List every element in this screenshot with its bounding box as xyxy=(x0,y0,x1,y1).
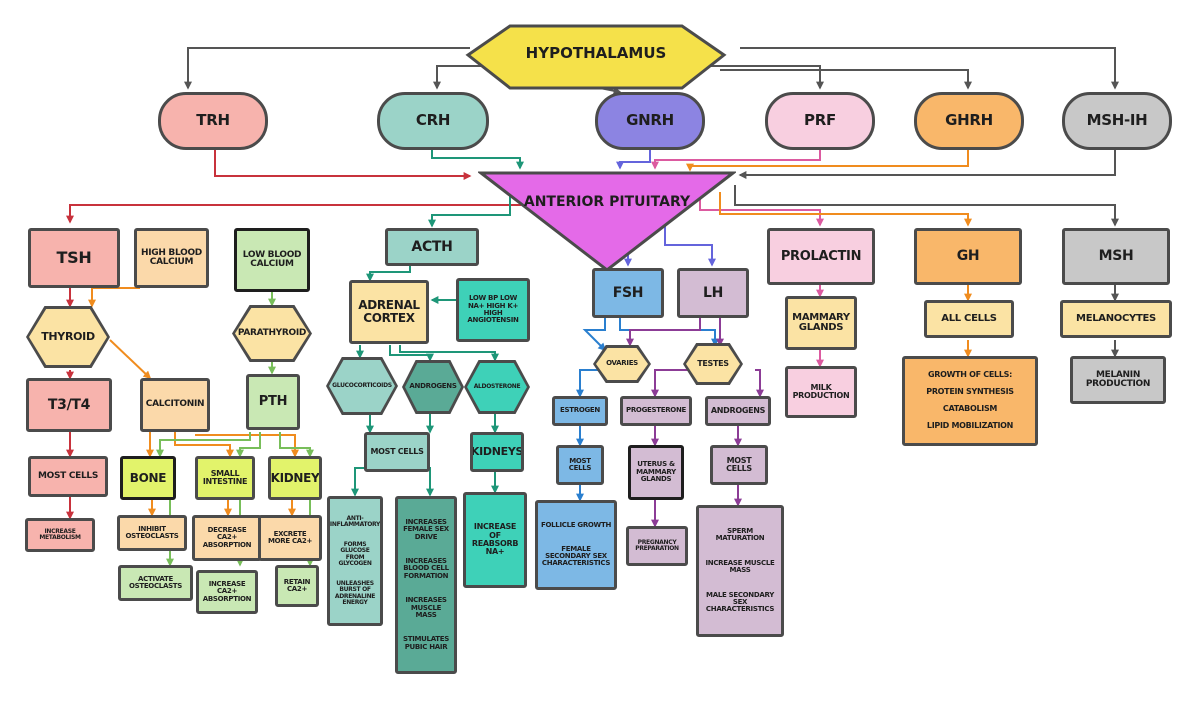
most-cells-node: MOST CELLS xyxy=(28,456,108,497)
lh-androgens-node: ANDROGENS xyxy=(705,396,771,426)
ovaries-node: OVARIES xyxy=(593,345,651,383)
glucocorticoid-effect-2: FORMS GLUCOSE FROM GLYCOGEN xyxy=(338,541,372,567)
melanin-production-node: MELANIN PRODUCTION xyxy=(1070,356,1166,404)
kidney-effect-node: INCREASE OF REABSORB NA+ xyxy=(463,492,527,588)
acth-most-cells-node: MOST CELLS xyxy=(364,432,430,472)
gnrh-node: GNRH xyxy=(595,92,705,150)
prf-node: PRF xyxy=(765,92,875,150)
parathyroid-node: PARATHYROID xyxy=(232,305,312,362)
anterior-pituitary-label: ANTERIOR PITUITARY xyxy=(523,194,691,210)
excrete-more-ca-node: EXCRETE MORE CA2+ xyxy=(258,515,322,561)
androgens-acth-node: ANDROGENS xyxy=(402,360,464,414)
crh-node: CRH xyxy=(377,92,489,150)
fsh-node: FSH xyxy=(592,268,664,318)
high-blood-calcium-node: HIGH BLOOD CALCIUM xyxy=(134,228,209,288)
small-intestine-node: SMALL INTESTINE xyxy=(195,456,255,500)
msh-ih-node: MSH-IH xyxy=(1062,92,1172,150)
lh-androgen-effect-2: INCREASE MUSCLE MASS xyxy=(705,558,775,575)
lh-androgen-effect-3: MALE SECONDARY SEX CHARACTERISTICS xyxy=(705,590,775,614)
glucocorticoids-node: GLUCOCORTICOIDS xyxy=(326,357,398,415)
lh-node: LH xyxy=(677,268,749,318)
milk-production-node: MILK PRODUCTION xyxy=(785,366,857,418)
estrogen-effect-1: FOLLICLE GROWTH xyxy=(541,521,612,530)
growth-title: GROWTH OF CELLS: xyxy=(927,370,1013,380)
androgen-effect-4: STIMULATES PUBIC HAIR xyxy=(402,635,449,651)
glucocorticoid-effect-3: UNLEASHES BURST OF ADRENALINE ENERGY xyxy=(334,580,376,606)
androgen-effect-1: INCREASES FEMALE SEX DRIVE xyxy=(403,518,449,541)
low-blood-calcium-node: LOW BLOOD CALCIUM xyxy=(234,228,310,292)
growth-item-1: PROTEIN SYNTHESIS xyxy=(926,387,1014,397)
androgen-effect-3: INCREASES MUSCLE MASS xyxy=(405,596,447,619)
adrenal-cortex-node: ADRENAL CORTEX xyxy=(349,280,429,344)
msh-node: MSH xyxy=(1062,228,1170,285)
lh-androgen-effect-1: SPERM MATURATION xyxy=(715,527,765,543)
glucocorticoid-effect-1: ANTI-INFLAMMATORY xyxy=(329,514,381,529)
melanocytes-node: MELANOCYTES xyxy=(1060,300,1172,338)
estrogen-most-cells-node: MOST CELLS xyxy=(556,445,604,485)
mammary-glands-node: MAMMARY GLANDS xyxy=(785,296,857,350)
estrogen-effects-node: FOLLICLE GROWTH FEMALE SECONDARY SEX CHA… xyxy=(535,500,617,590)
pregnancy-preparation-node: PREGNANCY PREPARATION xyxy=(626,526,688,566)
inhibit-osteoclasts-node: INHIBIT OSTEOCLASTS xyxy=(117,515,187,551)
hypothalamus-label: HYPOTHALAMUS xyxy=(525,44,667,62)
kidneys-node: KIDNEYS xyxy=(470,432,524,472)
glucocorticoid-effects-node: ANTI-INFLAMMATORY FORMS GLUCOSE FROM GLY… xyxy=(327,496,383,626)
testes-node: TESTES xyxy=(683,343,743,385)
thyroid-node: THYROID xyxy=(26,306,110,368)
gh-node: GH xyxy=(914,228,1022,285)
increase-ca-absorption-node: INCREASE CA2+ ABSORPTION xyxy=(196,570,258,614)
acth-node: ACTH xyxy=(385,228,479,266)
t3-t4-node: T3/T4 xyxy=(26,378,112,432)
ghrh-node: GHRH xyxy=(914,92,1024,150)
hypothalamus-shape xyxy=(465,24,727,90)
trh-node: TRH xyxy=(158,92,268,150)
progesterone-node: PROGESTERONE xyxy=(620,396,692,426)
prolactin-node: PROLACTIN xyxy=(767,228,875,285)
retain-ca-node: RETAIN CA2+ xyxy=(275,565,319,607)
low-bp-node: LOW BP LOW NA+ HIGH K+ HIGH ANGIOTENSIN xyxy=(456,278,530,342)
growth-item-3: LIPID MOBILIZATION xyxy=(926,421,1014,431)
aldosterone-node: ALDOSTERONE xyxy=(464,360,530,414)
decrease-ca-absorption-node: DECREASE CA2+ ABSORPTION xyxy=(192,515,262,561)
androgen-effects-node: INCREASES FEMALE SEX DRIVE INCREASES BLO… xyxy=(395,496,457,674)
kidney-node: KIDNEY xyxy=(268,456,322,500)
lh-most-cells-node: MOST CELLS xyxy=(710,445,768,485)
androgen-effect-2: INCREASES BLOOD CELL FORMATION xyxy=(403,557,449,580)
lh-androgen-effects-node: SPERM MATURATION INCREASE MUSCLE MASS MA… xyxy=(696,505,784,637)
increase-metabolism-node: INCREASE METABOLISM xyxy=(25,518,95,552)
activate-osteoclasts-node: ACTIVATE OSTEOCLASTS xyxy=(118,565,193,601)
growth-item-2: CATABOLISM xyxy=(942,404,998,414)
anterior-pituitary-shape xyxy=(478,171,736,272)
all-cells-node: ALL CELLS xyxy=(924,300,1014,338)
estrogen-node: ESTROGEN xyxy=(552,396,608,426)
estrogen-effect-2: FEMALE SECONDARY SEX CHARACTERISTICS xyxy=(541,544,611,568)
calcitonin-node: CALCITONIN xyxy=(140,378,210,432)
bone-node: BONE xyxy=(120,456,176,500)
uterus-mammary-node: UTERUS & MAMMARY GLANDS xyxy=(628,445,684,500)
pth-node: PTH xyxy=(246,374,300,430)
growth-of-cells-node: GROWTH OF CELLS: PROTEIN SYNTHESIS CATAB… xyxy=(902,356,1038,446)
tsh-node: TSH xyxy=(28,228,120,288)
